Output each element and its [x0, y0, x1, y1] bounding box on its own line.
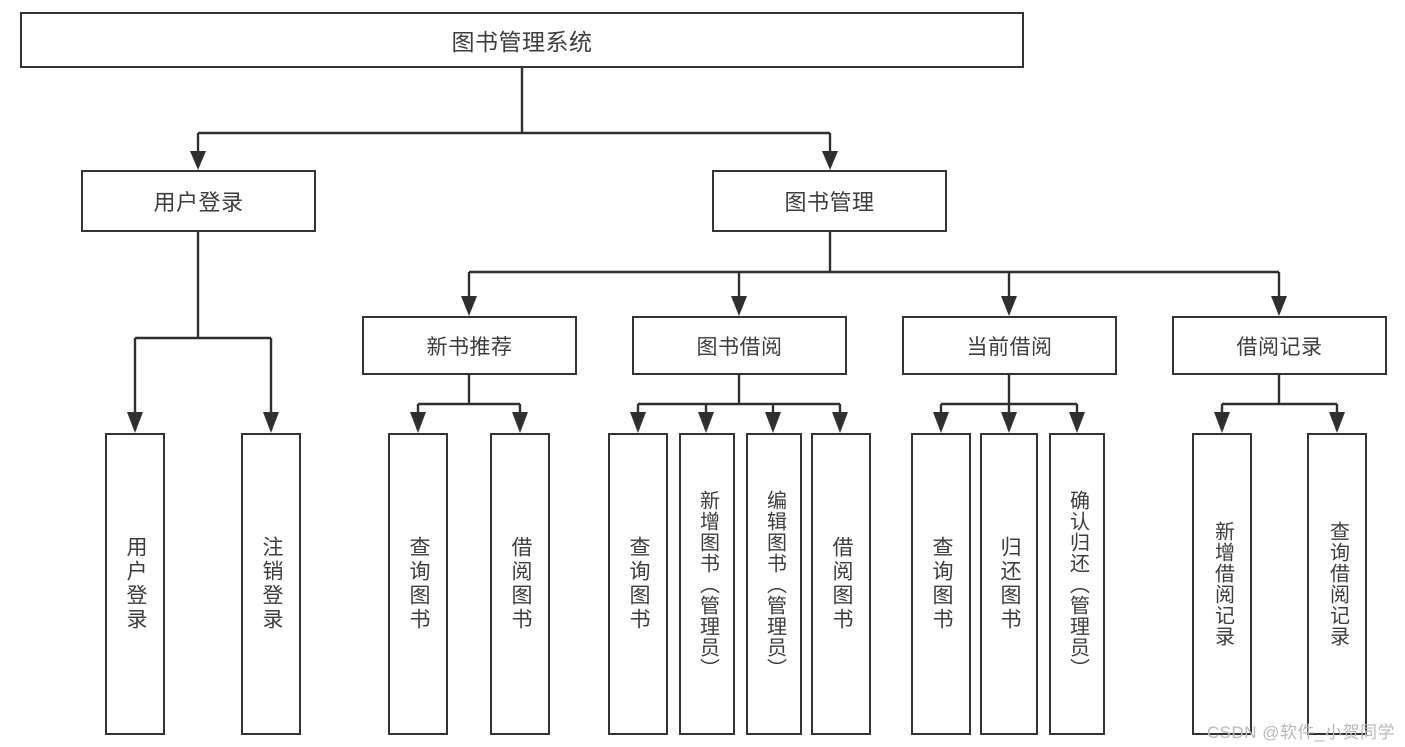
node-label: 借阅图书 [830, 536, 854, 632]
node-label: 查询图书 [627, 536, 651, 632]
arrowhead-book-borrow [731, 296, 747, 316]
node-label: 用户登录 [124, 536, 148, 632]
leaf-borrow-book[interactable]: 借阅图书 [811, 433, 871, 735]
node-label: 借阅图书 [509, 536, 533, 632]
node-label: 图书管理 [784, 190, 875, 215]
leaf-edit-book-admin[interactable]: 编辑图书（管理员） [746, 433, 802, 735]
leaf-add-borrow-record[interactable]: 新增借阅记录 [1192, 433, 1252, 735]
leaf-query-book-recommend[interactable]: 查询图书 [388, 433, 448, 735]
node-book-borrow[interactable]: 图书借阅 [632, 316, 847, 375]
node-label: 新增借阅记录 [1211, 521, 1234, 647]
arrowhead-bb-3 [765, 412, 781, 433]
arrowhead-cb-3 [1069, 412, 1085, 433]
node-label: 用户登录 [153, 190, 244, 215]
node-label: 借阅记录 [1236, 335, 1323, 359]
node-root-book-management-system[interactable]: 图书管理系统 [20, 12, 1024, 68]
leaf-add-book-admin[interactable]: 新增图书（管理员） [679, 433, 735, 735]
arrowhead-borrow-record [1271, 296, 1287, 316]
node-label: 当前借阅 [966, 335, 1053, 359]
leaf-logout[interactable]: 注销登录 [241, 433, 301, 735]
node-new-book-recommend[interactable]: 新书推荐 [362, 316, 577, 375]
node-label: 确认归还（管理员） [1066, 489, 1089, 679]
leaf-query-book-current[interactable]: 查询图书 [911, 433, 971, 735]
arrowhead-cb-2 [1001, 412, 1017, 433]
arrowhead-br-2 [1329, 412, 1345, 433]
arrowhead-cb-1 [933, 412, 949, 433]
leaf-query-book-borrow[interactable]: 查询图书 [608, 433, 668, 735]
node-current-borrow[interactable]: 当前借阅 [902, 316, 1117, 375]
node-label: 查询图书 [930, 536, 954, 632]
arrowhead-nb-2 [512, 412, 528, 433]
node-book-management[interactable]: 图书管理 [712, 170, 947, 232]
arrowhead-user-login [190, 151, 206, 170]
node-label: 编辑图书（管理员） [763, 489, 786, 679]
node-label: 查询借阅记录 [1326, 521, 1349, 647]
arrowhead-bb-4 [832, 412, 848, 433]
leaf-user-login[interactable]: 用户登录 [105, 433, 165, 735]
arrowhead-current-borrow [1001, 296, 1017, 316]
leaf-query-borrow-record[interactable]: 查询借阅记录 [1307, 433, 1367, 735]
leaf-return-book[interactable]: 归还图书 [980, 433, 1038, 735]
arrowhead-nb-1 [410, 412, 426, 433]
node-label: 查询图书 [407, 536, 431, 632]
node-label: 归还图书 [998, 536, 1022, 632]
node-borrow-record[interactable]: 借阅记录 [1172, 316, 1387, 375]
arrowhead-br-1 [1214, 412, 1230, 433]
watermark: CSDN @软件_小贺同学 [1206, 723, 1395, 742]
node-label: 图书管理系统 [451, 29, 593, 55]
arrowhead-new-book [461, 296, 477, 316]
arrowhead-book-manage [822, 151, 838, 170]
arrowhead-leaf-user-login [127, 412, 143, 433]
node-label: 新增图书（管理员） [696, 489, 719, 679]
node-label: 图书借阅 [696, 335, 783, 359]
node-user-login[interactable]: 用户登录 [81, 170, 316, 232]
leaf-confirm-return-admin[interactable]: 确认归还（管理员） [1049, 433, 1105, 735]
arrowhead-leaf-logout [263, 412, 279, 433]
arrowhead-bb-2 [698, 412, 714, 433]
arrowhead-bb-1 [630, 412, 646, 433]
node-label: 新书推荐 [426, 335, 513, 359]
leaf-borrow-book-recommend[interactable]: 借阅图书 [490, 433, 550, 735]
node-label: 注销登录 [260, 536, 284, 632]
